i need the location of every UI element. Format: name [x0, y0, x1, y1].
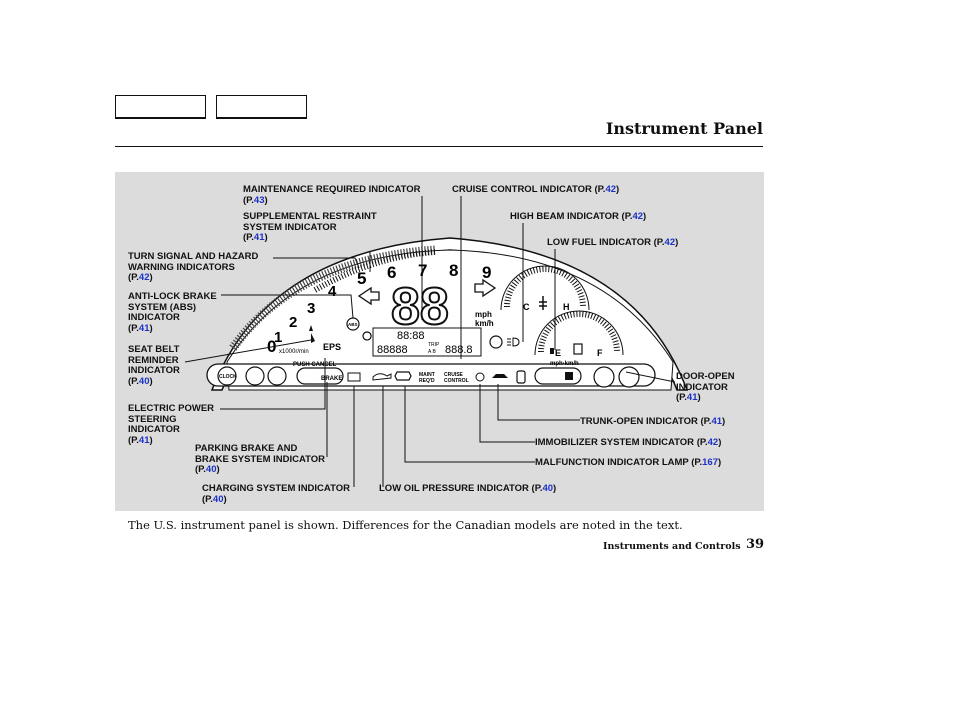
callout-cruise-control: CRUISE CONTROL INDICATOR (P.42): [452, 184, 620, 195]
lcd-trip-label: TRIP: [428, 342, 440, 348]
callout-leader-lines: [184, 196, 676, 487]
fuel-gauge-rim: [534, 310, 624, 356]
cruise-text-1: CRUISE: [444, 372, 464, 378]
coolant-temp-icon: [539, 296, 547, 310]
digital-speed-readout: 88: [391, 278, 449, 336]
header-tab-left: [115, 95, 206, 119]
header-tab-right: [216, 95, 307, 119]
tach-digit-1: 1: [274, 329, 282, 346]
clock-minus-button: [245, 366, 265, 386]
turn-left-arrow-icon: [357, 286, 380, 306]
callout-seat-belt: SEAT BELT REMINDER INDICATOR (P.40): [128, 344, 180, 387]
fuel-pump-icon: [573, 343, 583, 355]
fuel-gauge-arc: [538, 311, 620, 353]
instrument-cluster-illustration: 0 1 2 3 4 5 6 7 8 9 x1000r/min 88 mph km…: [184, 196, 689, 487]
indicator-lamp-circle: [489, 335, 503, 349]
lcd-clock: 88:88: [397, 330, 425, 342]
push-cancel-button: [296, 367, 344, 385]
tach-digit-4: 4: [328, 283, 337, 300]
figure-caption: The U.S. instrument panel is shown. Diff…: [128, 518, 683, 532]
turn-right-arrow-icon: [474, 278, 497, 298]
temp-gauge-rim: [500, 265, 590, 311]
temp-letter-c: C: [523, 302, 530, 312]
maint-text-2: REQ'D: [419, 378, 435, 384]
callout-charging-system: CHARGING SYSTEM INDICATOR (P.40): [202, 483, 350, 505]
tach-digit-6: 6: [387, 263, 396, 282]
callout-maintenance-required: MAINTENANCE REQUIRED INDICATOR (P.43): [243, 184, 421, 206]
fuel-letter-e: E: [555, 348, 561, 358]
push-cancel-text: PUSH CANCEL: [293, 362, 337, 368]
temp-gauge-arc: [504, 266, 586, 308]
callout-high-beam: HIGH BEAM INDICATOR (P.42): [510, 211, 647, 222]
door-lamp-icon: [565, 372, 573, 380]
seatbelt-icon: [309, 325, 315, 343]
clock-plus-button: [267, 366, 287, 386]
tach-digit-3: 3: [307, 300, 315, 317]
tach-digit-8: 8: [449, 261, 458, 280]
callout-turn-signal: TURN SIGNAL AND HAZARD WARNING INDICATOR…: [128, 251, 259, 283]
footer-section-title: Instruments and Controls: [603, 541, 741, 552]
callout-door-open: DOOR-OPEN INDICATOR (P.41): [676, 371, 735, 403]
lcd-display: [372, 327, 482, 357]
callout-low-oil-pressure: LOW OIL PRESSURE INDICATOR (P.40): [379, 483, 557, 494]
door-car-icon: [492, 374, 508, 378]
callout-low-fuel: LOW FUEL INDICATOR (P.42): [547, 237, 679, 248]
page-number: 39: [746, 537, 765, 552]
mph-kmh-button: [534, 367, 582, 385]
speed-unit-mph: mph: [475, 310, 492, 319]
oil-can-icon: [372, 373, 392, 381]
brightness-knob: [618, 366, 640, 388]
trunk-car-icon: [516, 370, 526, 384]
temp-letter-h: H: [563, 302, 570, 312]
high-beam-icon: [507, 337, 520, 347]
callout-srs: SUPPLEMENTAL RESTRAINT SYSTEM INDICATOR …: [243, 211, 377, 243]
lcd-odometer: 88888: [377, 344, 408, 356]
battery-icon: [347, 372, 361, 382]
callout-eps: ELECTRIC POWER STEERING INDICATOR (P.41): [128, 403, 215, 446]
callout-immobilizer: IMMOBILIZER SYSTEM INDICATOR (P.42): [535, 437, 722, 448]
instrument-panel-figure: 0 1 2 3 4 5 6 7 8 9 x1000r/min 88 mph km…: [115, 172, 764, 511]
eps-text: EPS: [323, 342, 341, 352]
tach-digit-7: 7: [418, 261, 427, 280]
abs-icon-text: ABS: [348, 322, 358, 327]
speed-unit-kmh: km/h: [475, 319, 494, 328]
immobilizer-key-icon: [475, 372, 485, 382]
cruise-text-2: CONTROL: [444, 378, 469, 384]
tach-digit-5: 5: [357, 269, 366, 288]
engine-check-icon: [394, 371, 412, 381]
trip-reset-knob: [593, 366, 615, 388]
callout-parking-brake: PARKING BRAKE AND BRAKE SYSTEM INDICATOR…: [195, 443, 326, 475]
lcd-trip: 888.8: [445, 344, 473, 356]
brake-text: BRAKE: [321, 376, 342, 382]
cluster-face: [226, 249, 674, 391]
clock-button-text: CLOCK: [219, 374, 237, 380]
callout-malfunction-lamp: MALFUNCTION INDICATOR LAMP (P.167): [535, 457, 722, 468]
tach-tick-band: [229, 245, 436, 351]
callout-abs: ANTI-LOCK BRAKE SYSTEM (ABS) INDICATOR (…: [128, 291, 217, 334]
maint-text-1: MAINT: [419, 372, 435, 378]
low-fuel-lamp-icon: [550, 348, 554, 354]
title-divider: [115, 146, 763, 147]
clock-button: [217, 366, 237, 386]
tach-unit-label: x1000r/min: [279, 349, 309, 355]
callout-trunk-open: TRUNK-OPEN INDICATOR (P.41): [580, 416, 726, 427]
mph-kmh-button-text: mph·km/h: [550, 361, 579, 367]
lcd-trip-ab: A B: [428, 349, 436, 355]
page-title: Instrument Panel: [605, 119, 763, 138]
tach-digit-9: 9: [482, 263, 491, 282]
tach-digit-2: 2: [289, 314, 297, 331]
fuel-letter-f: F: [597, 348, 603, 358]
